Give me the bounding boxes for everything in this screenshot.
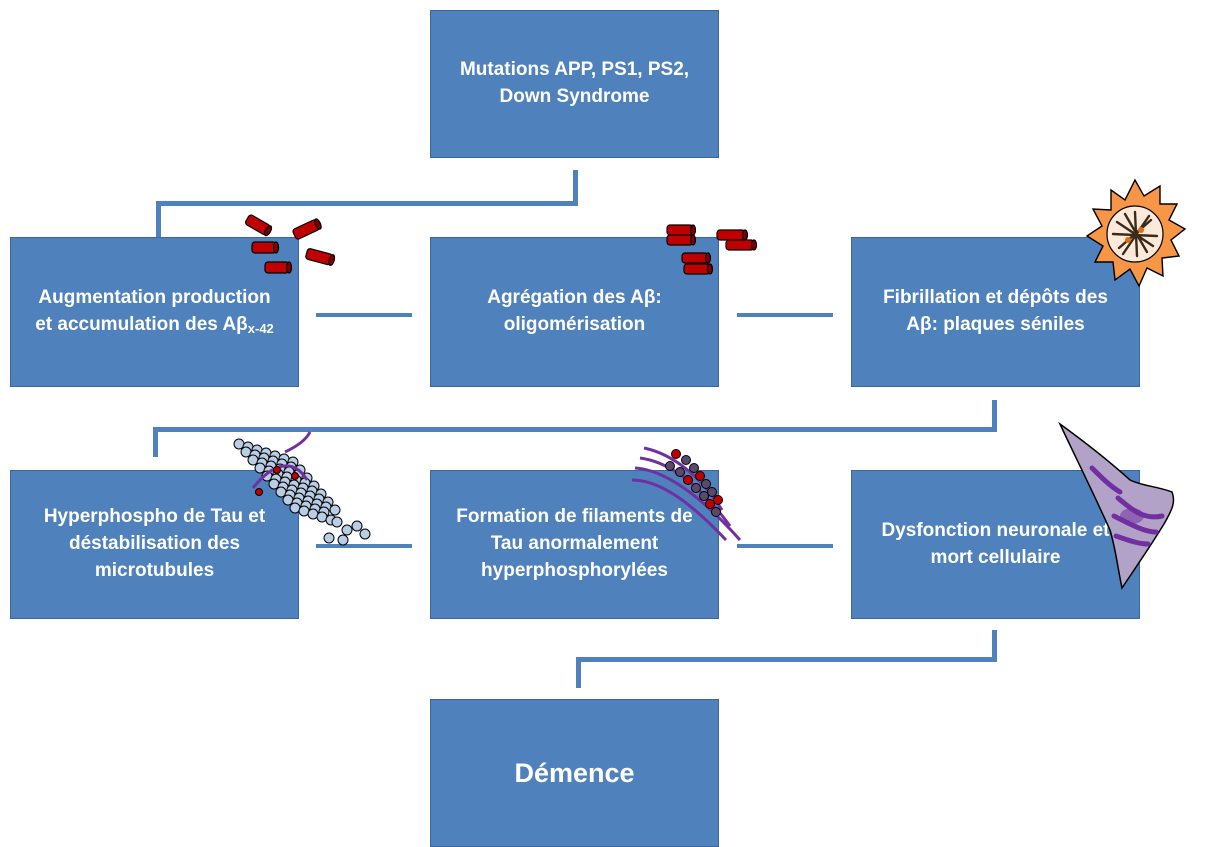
microtubule-bead (275, 486, 287, 498)
tau-phosphate-bead (701, 479, 711, 489)
demence-label: Démence (514, 757, 635, 788)
connector (156, 201, 161, 237)
dysfonction-box: Dysfonction neuronale et mort cellulaire (851, 470, 1140, 619)
agregation-box: Agrégation des Aβ: oligomérisation (430, 237, 719, 387)
connector (737, 313, 833, 317)
tau-phosphate-bead (683, 475, 693, 485)
tau-phosphate-bead (671, 449, 681, 459)
microtubule-bead (233, 438, 245, 450)
free-tubulin-bead (323, 532, 335, 544)
connector (153, 427, 997, 432)
tau-phosphate-bead (713, 495, 723, 505)
fibrillation-box: Fibrillation et dépôts des Aβ: plaques s… (851, 237, 1140, 387)
neuron-icon (1058, 421, 1175, 590)
free-tubulin-bead (337, 534, 349, 546)
tau-phosphate-bead (665, 461, 675, 471)
connector (576, 657, 997, 662)
augmentation-label-main: Augmentation production et accumulation … (35, 287, 271, 335)
microtubule-bead (307, 508, 319, 520)
demence-box: Démence (430, 699, 719, 847)
connector (737, 544, 833, 548)
tau-phosphate-bead (707, 487, 717, 497)
free-tubulin-bead (331, 516, 343, 528)
connector (153, 427, 158, 457)
formation-label: Formation de filaments de Tau anormaleme… (456, 506, 693, 581)
connector (573, 170, 578, 205)
amyloid-oligomers-icon (666, 224, 758, 275)
microtubule-bead (240, 446, 252, 458)
tau-phosphate-bead (689, 463, 699, 473)
hyperphospho-label: Hyperphospho de Tau et déstabilisation d… (43, 506, 266, 581)
microtubule-bead (282, 494, 294, 506)
mutations-label: Mutations APP, PS1, PS2, Down Syndrome (459, 59, 690, 107)
connector (316, 313, 412, 317)
dysfonction-label: Dysfonction neuronale et mort cellulaire (881, 519, 1110, 568)
microtubule-bead (316, 511, 328, 523)
tau-phosphate-bead (705, 499, 715, 509)
augmentation-label: Augmentation production et accumulation … (24, 285, 286, 339)
free-tubulin-bead (359, 528, 371, 540)
tau-phosphate-bead (695, 471, 705, 481)
connector (576, 657, 581, 688)
tau-phosphate-bead (675, 467, 685, 477)
free-tubulin-bead (351, 520, 363, 532)
tau-phosphate-bead (711, 507, 721, 517)
microtubule-bead (289, 502, 301, 514)
amyloid-monomers-icon (244, 214, 336, 274)
tau-phosphate-bead (699, 491, 709, 501)
mutations-box: Mutations APP, PS1, PS2, Down Syndrome (430, 10, 719, 158)
augmentation-label-subscript: x-42 (247, 321, 274, 336)
augmentation-box: Augmentation production et accumulation … (10, 237, 299, 387)
tau-filament-icon (631, 446, 742, 542)
microtubule-icon (233, 431, 371, 546)
microtubule-bead (329, 504, 341, 516)
connector (992, 630, 997, 661)
fibrillation-label: Fibrillation et dépôts des Aβ: plaques s… (883, 287, 1108, 335)
formation-box: Formation de filaments de Tau anormaleme… (430, 470, 719, 619)
microtubule-bead (298, 505, 310, 517)
microtubule-bead (247, 454, 259, 466)
hyperphospho-box: Hyperphospho de Tau et déstabilisation d… (10, 470, 299, 619)
connector (156, 201, 578, 206)
agregation-label: Agrégation des Aβ: oligomérisation (487, 287, 662, 335)
connector (992, 400, 997, 432)
connector (316, 544, 412, 548)
senile-plaque-icon (1085, 178, 1187, 288)
microtubule-bead (254, 462, 266, 474)
microtubule-bead (268, 478, 280, 490)
free-tubulin-bead (341, 524, 353, 536)
tau-phosphate-bead (691, 483, 701, 493)
tau-phosphate-bead (681, 455, 691, 465)
